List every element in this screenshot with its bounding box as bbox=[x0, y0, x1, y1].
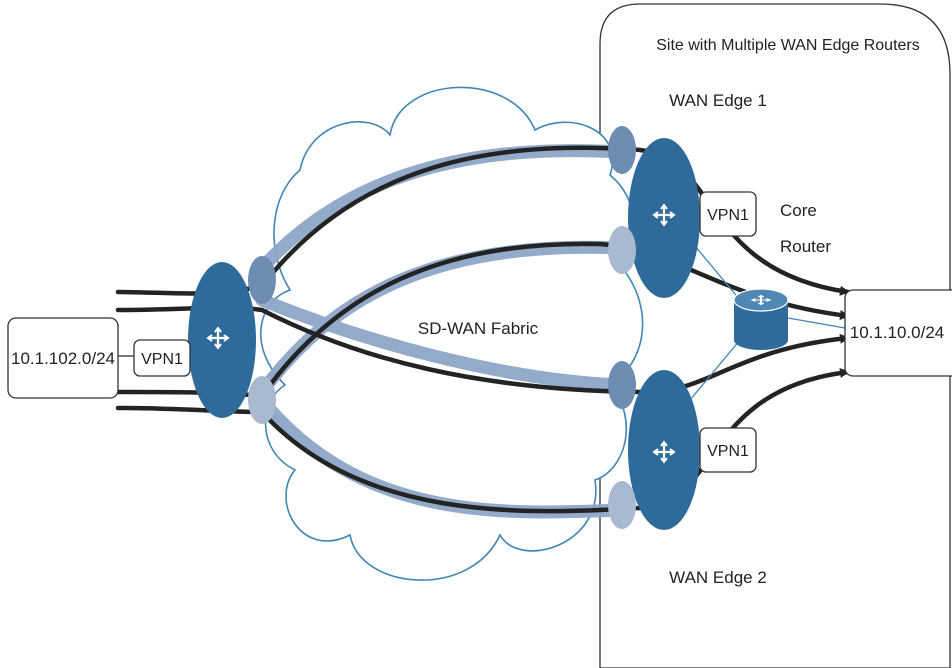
site-title: Site with Multiple WAN Edge Routers bbox=[656, 37, 920, 54]
right-subnet-label: 10.1.10.0/24 bbox=[850, 323, 945, 342]
lan-links bbox=[689, 239, 846, 401]
wan-edge-1-title: WAN Edge 1 bbox=[669, 91, 767, 110]
wan-edge-2-vpn-label: VPN1 bbox=[707, 443, 749, 460]
left-subnet-label: 10.1.102.0/24 bbox=[11, 349, 115, 368]
sdwan-fabric-cloud bbox=[259, 86, 644, 581]
wan-edge-2-router bbox=[608, 361, 700, 530]
wan-edge-1-vpn-box: VPN1 bbox=[699, 191, 757, 237]
wan-edge-2-title: WAN Edge 2 bbox=[669, 568, 767, 587]
left-edge-router bbox=[188, 256, 276, 424]
fabric-label: SD-WAN Fabric bbox=[418, 319, 539, 338]
wan-edge-2-vpn-box: VPN1 bbox=[699, 427, 757, 473]
left-vpn-box: VPN1 bbox=[118, 339, 191, 377]
core-router-label-line1: Core bbox=[780, 201, 817, 220]
wan-edge-1-vpn-label: VPN1 bbox=[707, 207, 749, 224]
left-vpn-label: VPN1 bbox=[141, 351, 183, 368]
tunnel-upper-cross bbox=[255, 293, 627, 392]
left-subnet-box: 10.1.102.0/24 bbox=[7, 317, 119, 399]
right-subnet-box: 10.1.10.0/24 bbox=[844, 289, 952, 377]
wan-edge-1-router bbox=[608, 126, 700, 298]
core-router-label-line2: Router bbox=[780, 237, 831, 256]
core-router bbox=[733, 288, 789, 350]
